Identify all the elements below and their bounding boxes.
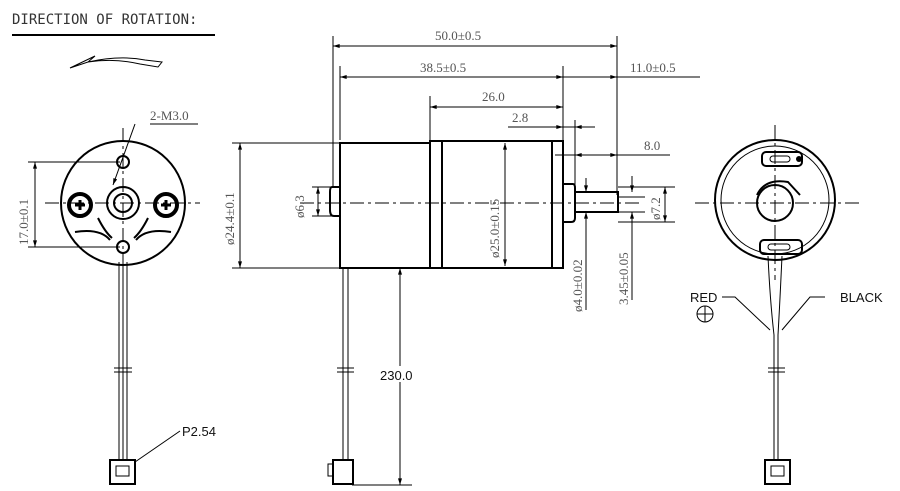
connector-label: P2.54 (182, 424, 216, 439)
gearbox-length-dim: 26.0 (482, 89, 505, 104)
shaft-length-dim: 11.0±0.5 (630, 60, 676, 75)
rotation-arrow-icon (69, 55, 163, 69)
motor-diameter-dim: ø24.4±0.1 (222, 192, 237, 245)
flange-thickness-dim: 2.8 (512, 110, 528, 125)
wire-length-dim: 230.0 (380, 368, 413, 383)
boss-diameter-dim: ø7.2 (648, 197, 663, 220)
red-wire-label: RED (690, 290, 717, 305)
hole-spacing-dim: 17.0±0.1 (16, 199, 31, 245)
gearbox-diameter-dim: ø25.0±0.15 (487, 199, 502, 258)
shaft-diameter-dim: ø4.0±0.02 (570, 259, 585, 312)
side-view: 50.0±0.5 38.5±0.5 11.0±0.5 26.0 2.8 8.0 … (222, 28, 700, 486)
title: DIRECTION OF ROTATION: (12, 12, 197, 28)
body-length-dim: 38.5±0.5 (420, 60, 466, 75)
bump-diameter-dim: ø6.3 (292, 195, 307, 218)
shaft-flat-dim: 8.0 (644, 138, 660, 153)
front-view: 2-M3.0 17.0±0.1 P2.54 (16, 108, 216, 485)
flat-width-dim: 3.45±0.05 (616, 252, 631, 305)
rear-view: RED BLACK (690, 125, 883, 485)
hole-label: 2-M3.0 (150, 108, 189, 123)
polarity-plus-icon (696, 305, 714, 323)
black-wire-label: BLACK (840, 290, 883, 305)
overall-length-dim: 50.0±0.5 (435, 28, 481, 43)
